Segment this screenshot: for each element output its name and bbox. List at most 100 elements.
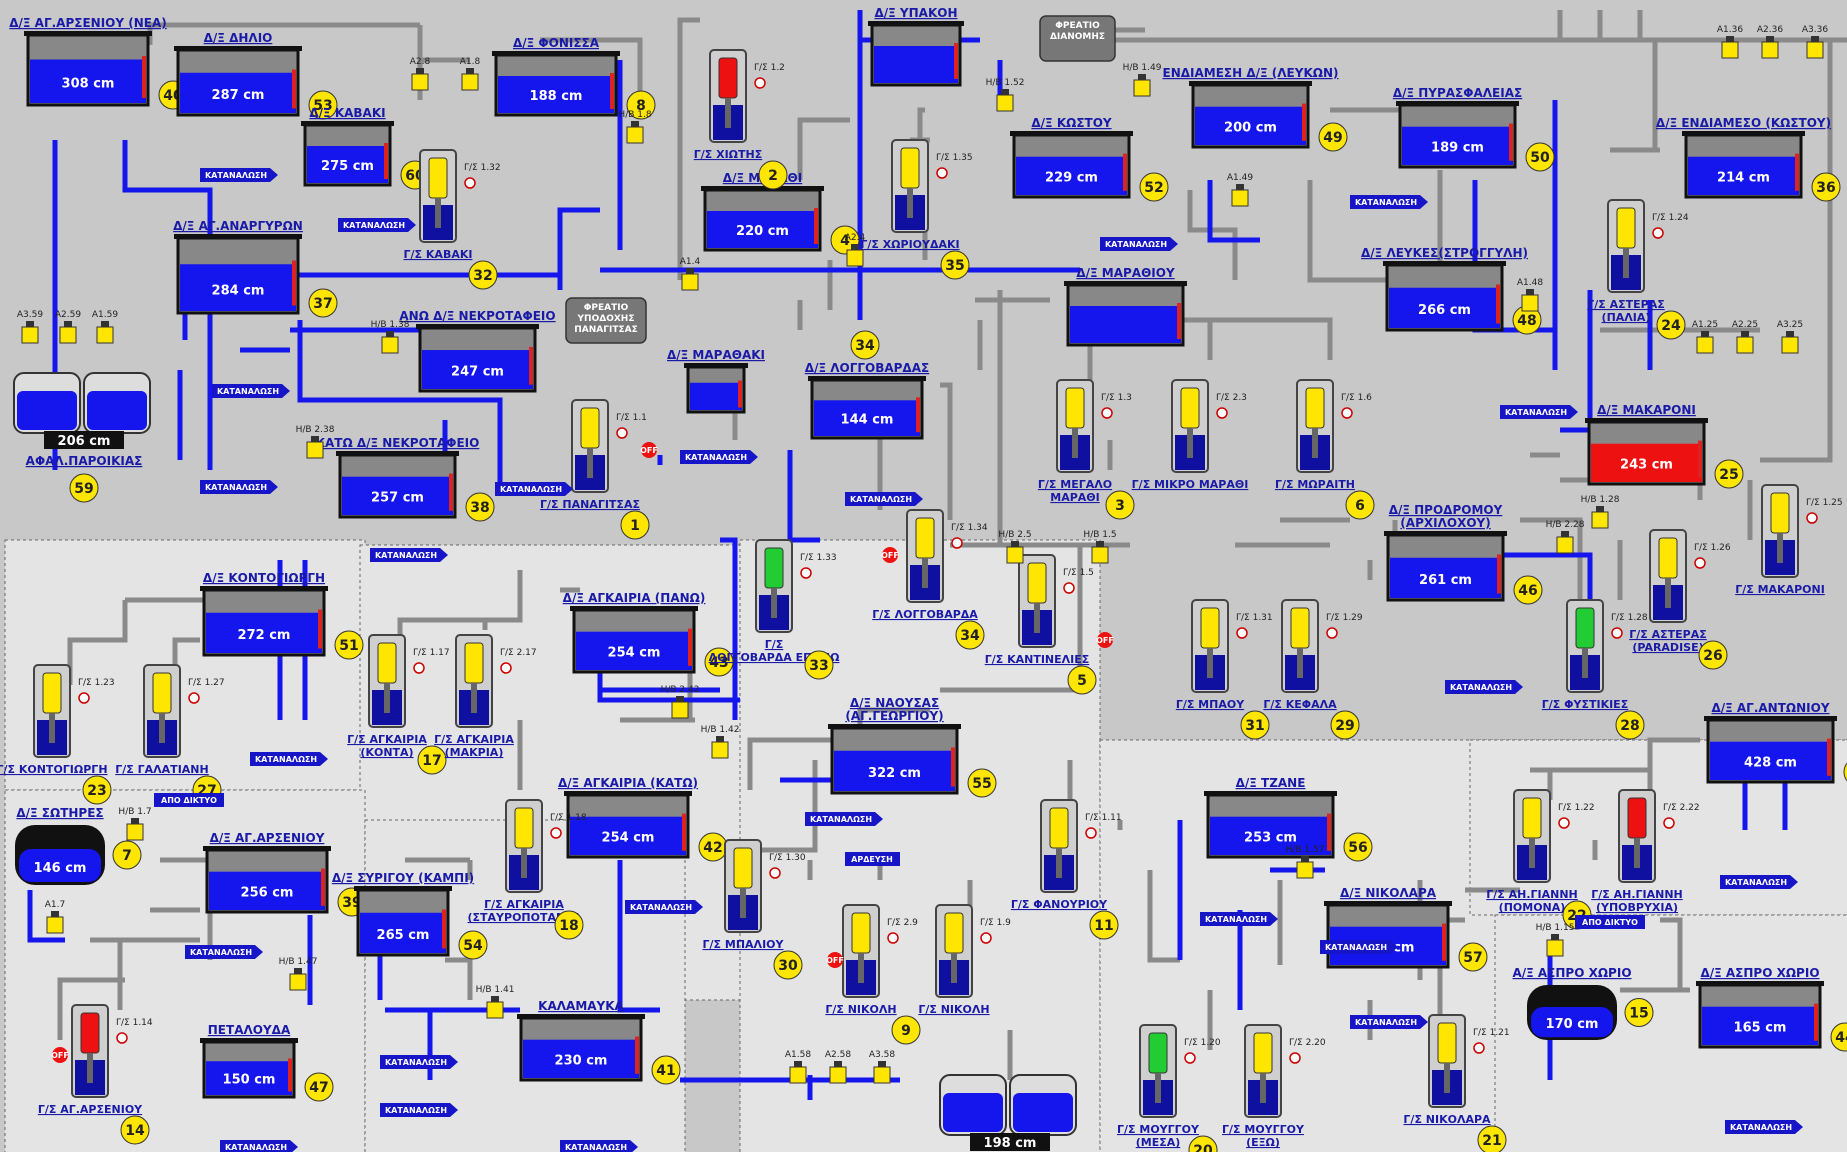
well-w6[interactable]: Γ/Σ 1.6Γ/Σ ΜΩΡΑΙΤΗ — [1275, 379, 1372, 491]
valve-body[interactable] — [711, 741, 729, 759]
well-w17b[interactable]: Γ/Σ 2.17Γ/Σ ΑΓΚΑΙΡΙΑ(ΜΑΚΡΙΑ) — [434, 634, 537, 759]
valve-body[interactable] — [46, 916, 64, 934]
valve[interactable]: Η/Β 1.42 — [701, 725, 740, 759]
well-w32[interactable]: Γ/Σ 1.32Γ/Σ ΚΑΒΑΚΙ — [404, 149, 501, 261]
pump-motor[interactable] — [900, 147, 920, 189]
well-w20b[interactable]: Γ/Σ 2.20Γ/Σ ΜΟΥΓΓΟΥ(ΕΞΩ) — [1222, 1024, 1326, 1149]
outlet-arrow[interactable] — [370, 548, 448, 562]
well-w14[interactable]: Γ/Σ 1.14Γ/Σ ΑΓ.ΑΡΣΕΝΙΟΥ — [38, 1004, 153, 1116]
valve[interactable]: Α2.25 — [1732, 320, 1758, 354]
valve-body[interactable] — [306, 441, 324, 459]
valve-body[interactable] — [59, 326, 77, 344]
well-w27[interactable]: Γ/Σ 1.27Γ/Σ ΓΑΛΑΤΙΑΝΗ — [115, 664, 225, 776]
valve-body[interactable] — [1521, 294, 1539, 312]
pump-motor[interactable] — [1049, 807, 1069, 849]
pump-motor[interactable] — [1616, 207, 1636, 249]
tank-t40[interactable]: Δ/Ξ ΑΓ.ΑΡΣΕΝΙΟΥ (ΝΕΑ)308 cm — [9, 16, 167, 107]
hub-box[interactable] — [565, 297, 647, 344]
consumption-outlet[interactable]: ΚΑΤΑΝΑΛΩΣΗ — [250, 752, 328, 766]
valve-body[interactable] — [996, 94, 1014, 112]
valve[interactable]: Η/Β 1.49 — [1123, 63, 1162, 97]
valve[interactable]: Α1.25 — [1692, 320, 1718, 354]
consumption-outlet[interactable]: ΚΑΤΑΝΑΛΩΣΗ — [1500, 405, 1578, 419]
outlet-arrow[interactable] — [1350, 195, 1428, 209]
outlet-arrow[interactable] — [220, 1140, 298, 1152]
valve-body[interactable] — [1556, 536, 1574, 554]
consumption-outlet[interactable]: ΚΑΤΑΝΑΛΩΣΗ — [220, 1140, 298, 1152]
valve[interactable]: Η/Β 1.52 — [986, 78, 1025, 112]
valve-body[interactable] — [873, 1066, 891, 1084]
valve-body[interactable] — [1133, 79, 1151, 97]
pump-motor[interactable] — [944, 912, 964, 954]
irrigation-box[interactable]: ΑΡΔΕΥΣΗ — [845, 852, 900, 866]
valve[interactable]: Α2.4 — [845, 233, 866, 267]
irrigation-rect[interactable] — [845, 852, 900, 866]
pump-motor[interactable] — [1627, 797, 1647, 839]
valve[interactable]: Α1.4 — [680, 257, 701, 291]
outlet-arrow[interactable] — [380, 1103, 458, 1117]
outlet-arrow[interactable] — [1320, 940, 1398, 954]
pump-motor[interactable] — [1027, 562, 1047, 604]
consumption-outlet[interactable]: ΚΑΤΑΝΑΛΩΣΗ — [625, 900, 703, 914]
outlet-arrow[interactable] — [1100, 237, 1178, 251]
valve-body[interactable] — [626, 126, 644, 144]
pump-motor[interactable] — [1658, 537, 1678, 579]
outlet-arrow[interactable] — [1720, 875, 1798, 889]
outlet-arrow[interactable] — [495, 482, 573, 496]
well-w18[interactable]: Γ/Σ 1.18Γ/Σ ΑΓΚΑΙΡΙΑ(ΣΤΑΥΡΟΠΟΤΑΜΑ) — [468, 799, 587, 924]
well-w9a[interactable]: Γ/Σ 2.9Γ/Σ ΝΙΚΟΛΗ — [825, 904, 918, 1016]
pump-motor[interactable] — [1148, 1032, 1168, 1074]
well-w22b[interactable]: Γ/Σ 2.22Γ/Σ ΑΗ.ΓΙΑΝΝΗ(ΥΠΟΒΡΥΧΙΑ) — [1591, 789, 1700, 914]
valve[interactable]: Η/Β 1.38 — [371, 320, 410, 354]
well-w26[interactable]: Γ/Σ 1.26Γ/Σ ΑΣΤΕΡΑΣ(PARADISE) — [1629, 529, 1731, 654]
tank-tmarathaki[interactable]: Δ/Ξ ΜΑΡΑΘΑΚΙ — [667, 348, 765, 414]
well-w1[interactable]: Γ/Σ 1.1Γ/Σ ΠΑΝΑΓΙΤΣΑΣ — [540, 399, 647, 511]
pump-motor[interactable] — [1522, 797, 1542, 839]
outlet-arrow[interactable] — [338, 218, 416, 232]
well-w24[interactable]: Γ/Σ 1.24Γ/Σ ΑΣΤΕΡΑΣ(ΠΑΛΙΑ) — [1587, 199, 1689, 324]
pump-motor[interactable] — [42, 672, 62, 714]
well-w20a[interactable]: Γ/Σ 1.20Γ/Σ ΜΟΥΓΓΟΥ(ΜΕΣΑ) — [1117, 1024, 1221, 1149]
pump-motor[interactable] — [1253, 1032, 1273, 1074]
outlet-arrow[interactable] — [845, 492, 923, 506]
tank-t57[interactable]: Δ/Ξ ΝΙΚΟΛΑΡΑ291 cm — [1324, 886, 1452, 969]
consumption-outlet[interactable]: ΚΑΤΑΝΑΛΩΣΗ — [1320, 940, 1398, 954]
valve[interactable]: Α1.59 — [92, 310, 118, 344]
pump-motor[interactable] — [80, 1012, 100, 1054]
outlet-arrow[interactable] — [212, 384, 290, 398]
outlet-arrow[interactable] — [250, 752, 328, 766]
valve-body[interactable] — [411, 73, 429, 91]
well-w3b[interactable]: Γ/Σ 2.3Γ/Σ ΜΙΚΡΟ ΜΑΡΑΘΙ — [1132, 379, 1249, 491]
valve-body[interactable] — [1546, 939, 1564, 957]
tank-t36[interactable]: Δ/Ξ ΕΝΔΙΑΜΕΣΟ (ΚΩΣΤΟΥ)214 cm — [1656, 116, 1831, 199]
well-w22a[interactable]: Γ/Σ 1.22Γ/Σ ΑΗ.ΓΙΑΝΝΗ(ΠΟΜΟΝΑ) — [1486, 789, 1595, 914]
outlet-arrow[interactable] — [1445, 680, 1523, 694]
well-w23[interactable]: Γ/Σ 1.23Γ/Σ ΚΟΝΤΟΓΙΩΡΓΗ — [0, 664, 115, 776]
valve[interactable]: Η/Β 2.28 — [1546, 520, 1585, 554]
well-w9b[interactable]: Γ/Σ 1.9Γ/Σ ΝΙΚΟΛΗ — [918, 904, 1011, 1016]
inlet-box[interactable] — [1575, 915, 1645, 929]
valve-body[interactable] — [1736, 336, 1754, 354]
pump-motor[interactable] — [1575, 607, 1595, 649]
outlet-arrow[interactable] — [1725, 1120, 1803, 1134]
valve-body[interactable] — [1231, 189, 1249, 207]
tank-t55[interactable]: Δ/Ξ ΝΑΟΥΣΑΣ(ΑΓ.ΓΕΩΡΓΙΟΥ)322 cm — [828, 696, 961, 795]
tank-t4[interactable]: Δ/Ξ ΜΑΡΑΘΙ220 cm — [701, 171, 824, 252]
valve[interactable]: Η/Β 1.8 — [618, 110, 652, 144]
consumption-outlet[interactable]: ΚΑΤΑΝΑΛΩΣΗ — [1350, 1015, 1428, 1029]
valve[interactable]: Α1.36 — [1717, 25, 1743, 59]
